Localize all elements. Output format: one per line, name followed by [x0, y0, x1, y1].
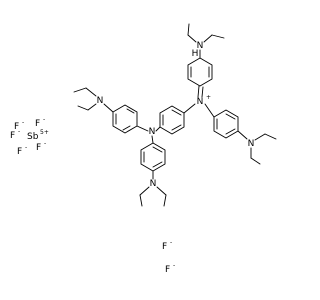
sbf6-group: F - F - F - Sb 5+ F - F -: [10, 116, 49, 157]
ring-b: [140, 142, 166, 172]
atom-sb: Sb: [27, 132, 39, 142]
ring-e: [213, 109, 239, 139]
atom-f-1: F: [14, 122, 19, 132]
atom-n-left: N: [149, 127, 156, 137]
atom-n-bottom: N: [150, 179, 157, 189]
atom-n-central: N: [197, 97, 204, 107]
atom-f-4: F: [17, 147, 22, 157]
ethyl-groups: [73, 23, 277, 207]
charge-f-5: -: [44, 140, 46, 147]
charge-f-ion-1: -: [170, 239, 172, 246]
atom-n-top: N: [197, 41, 204, 51]
connecting-bonds: [103, 49, 248, 180]
atom-f-5: F: [36, 143, 41, 153]
molecule-svg: N N N N H N + N F - F - F - Sb 5+ F - F …: [10, 23, 277, 275]
ring-c: [159, 105, 185, 135]
ring-a: [112, 104, 138, 134]
charge-f-3: -: [18, 128, 20, 135]
charge-n-central: +: [206, 94, 211, 101]
ring-d: [187, 57, 213, 87]
charge-f-4: -: [25, 144, 27, 151]
charge-sb: 5+: [40, 129, 49, 136]
charge-f-ion-2: -: [173, 262, 175, 269]
atom-f-2: F: [35, 119, 40, 129]
atom-f-ion-2: F: [165, 265, 170, 275]
charge-f-1: -: [22, 119, 24, 126]
atom-n-top-left: N: [97, 96, 104, 106]
atom-n-right: N: [248, 139, 255, 149]
atom-f-3: F: [10, 131, 15, 141]
atom-f-ion-1: F: [162, 242, 167, 252]
atom-h-top: H: [192, 49, 199, 59]
charge-f-2: -: [43, 116, 45, 123]
structure-diagram: N N N N H N + N F - F - F - Sb 5+ F - F …: [10, 23, 277, 275]
